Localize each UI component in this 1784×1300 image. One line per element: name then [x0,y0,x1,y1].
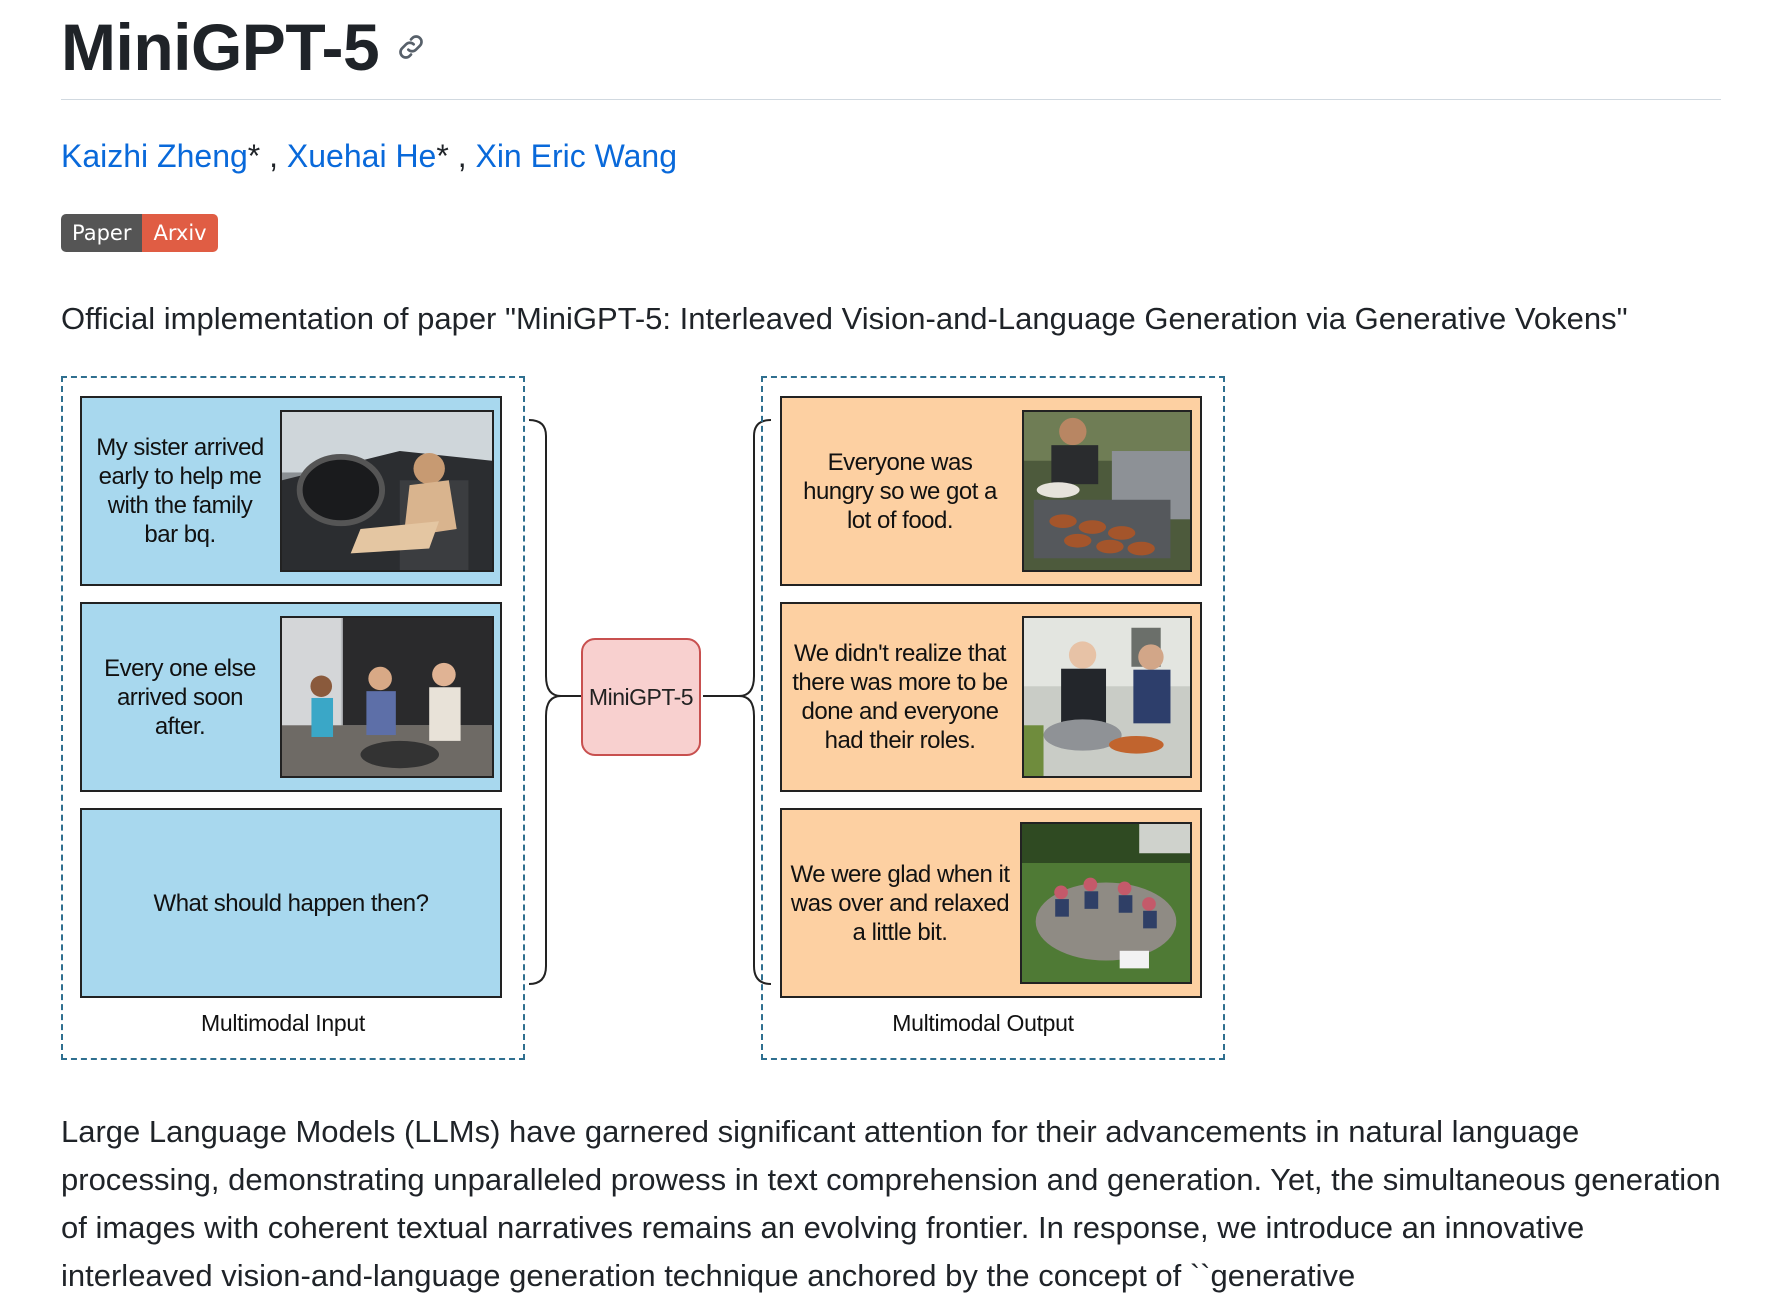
page-title: MiniGPT-5 [61,10,380,84]
input-panel-text: What should happen then? [153,889,429,917]
input-panel-text: Every one else arrived soon after. [104,654,256,740]
author-separator: , [260,138,287,174]
equal-contribution-mark: * [247,138,261,174]
equal-contribution-mark: * [436,138,449,174]
author-link-kaizhi-zheng[interactable]: Kaizhi Zheng [61,138,248,174]
output-caption: Multimodal Output [892,1010,1074,1036]
output-panel-text: We were glad when it was over and relaxe… [790,860,1010,946]
output-panel-text: We didn't realize that there was more to… [792,640,1008,754]
input-panel: Every one else arrived soon after. [80,602,502,792]
multimodal-output-group: Everyone was hungry so we got a lot of f… [761,376,1225,1060]
author-link-xin-eric-wang[interactable]: Xin Eric Wang [475,138,678,174]
author-separator: , [448,138,476,174]
overview-figure: My sister arrived early to help me with … [61,376,1225,1060]
author-link-xuehai-he[interactable]: Xuehai He [286,138,437,174]
input-panel: What should happen then? [80,808,502,998]
output-panel: Everyone was hungry so we got a lot of f… [780,396,1202,586]
badge-value: Arxiv [142,214,218,252]
intro-sentence: Official implementation of paper "MiniGP… [61,301,1628,336]
model-box: MiniGPT-5 [581,638,701,756]
output-panel: We didn't realize that there was more to… [780,602,1202,792]
link-icon[interactable] [395,31,427,63]
garage-photo [280,616,494,778]
author-list: Kaizhi Zheng* , Xuehai He* , Xin Eric Wa… [61,138,677,175]
connector-brackets [528,419,772,985]
paper-arxiv-badge[interactable]: Paper Arxiv [61,214,218,252]
output-panel: We were glad when it was over and relaxe… [780,808,1202,998]
heading-divider [61,99,1721,100]
car-photo [280,410,494,572]
output-panel-text: Everyone was hungry so we got a lot of f… [803,448,997,534]
badge-label: Paper [61,214,143,252]
page-heading: MiniGPT-5 [61,8,427,86]
abstract-paragraph: Large Language Models (LLMs) have garner… [61,1114,1721,1293]
grill-photo [1022,410,1192,572]
multimodal-input-group: My sister arrived early to help me with … [61,376,525,1060]
input-panel-text: My sister arrived early to help me with … [96,434,264,548]
input-caption: Multimodal Input [201,1010,365,1036]
cooking-photo [1022,616,1192,778]
backyard-photo [1020,822,1192,984]
input-panel: My sister arrived early to help me with … [80,396,502,586]
